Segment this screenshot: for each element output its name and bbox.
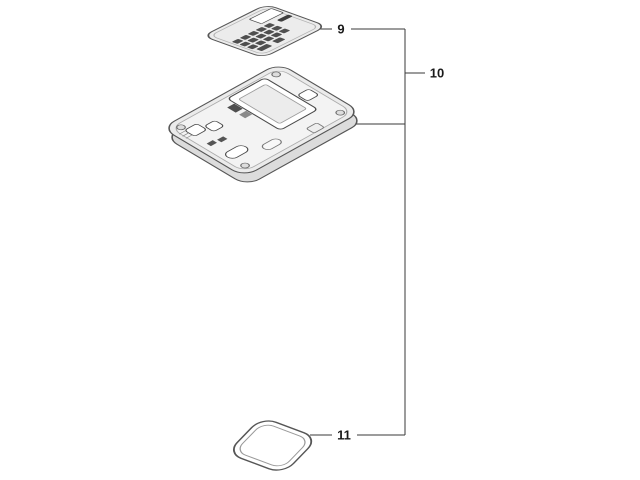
keypad-key <box>240 35 251 40</box>
keypad-key <box>239 41 251 47</box>
screw-boss <box>176 124 186 131</box>
screw-boss <box>335 109 346 116</box>
screw-boss <box>240 162 250 169</box>
housing-cutout-oval-b <box>261 138 282 150</box>
housing-detail-rect-a <box>206 140 217 147</box>
keypad-key <box>271 25 283 31</box>
keypad-inner-outline <box>213 8 317 54</box>
gasket-part <box>232 420 313 471</box>
keypad-key <box>279 28 290 34</box>
keypad-key <box>256 27 267 32</box>
housing-cutout-right-b <box>306 123 324 133</box>
keypad-key <box>271 32 282 38</box>
keypad-key <box>255 33 267 39</box>
connector-block-light <box>239 110 253 119</box>
keypad-key <box>256 44 272 51</box>
keypad-key <box>272 37 285 44</box>
keypad-key <box>232 39 244 44</box>
keypad-key <box>255 40 267 46</box>
keypad-keys <box>232 23 290 51</box>
callout-label-9: 9 <box>337 22 344 37</box>
housing-cutout-left-a <box>185 124 206 136</box>
display-opening-frame <box>238 84 307 124</box>
gasket-outer-ring <box>232 420 313 471</box>
gasket-inner-ring <box>239 424 306 467</box>
keypad-key <box>263 29 275 35</box>
callout-lines <box>310 28 425 436</box>
keypad-key <box>247 44 259 50</box>
keypad-key <box>263 23 275 28</box>
screw-boss <box>271 71 282 78</box>
callout-label-10: 10 <box>430 66 444 81</box>
connector-block-dark <box>227 103 243 113</box>
keypad-display-window <box>249 8 284 24</box>
housing-hatch-detail <box>178 130 193 139</box>
housing-cutout-right-a <box>298 89 319 101</box>
housing-cutout-oval-a <box>224 145 249 159</box>
keypad-part <box>207 6 323 56</box>
brand-logo-icon <box>277 14 293 22</box>
keypad-key <box>247 37 259 43</box>
keypad-key <box>248 31 259 36</box>
keypad-key <box>263 36 274 42</box>
housing-detail-rect-b <box>217 136 228 143</box>
housing-cutout-left-b <box>205 120 224 132</box>
callout-label-11: 11 <box>337 428 351 443</box>
housing-part <box>168 66 358 183</box>
